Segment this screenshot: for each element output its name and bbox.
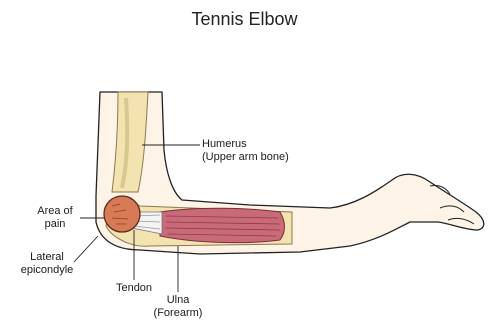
- forearm-muscle: [160, 208, 285, 242]
- diagram-title: Tennis Elbow: [0, 9, 489, 30]
- lateral-epicondyle-label: Lateral epicondyle: [12, 251, 82, 277]
- ulna-label: Ulna (Forearm): [148, 294, 208, 320]
- area-of-pain-label: Area of pain: [32, 205, 78, 231]
- pain-area-marker: [104, 196, 140, 232]
- humerus-label: Humerus (Upper arm bone): [202, 138, 289, 164]
